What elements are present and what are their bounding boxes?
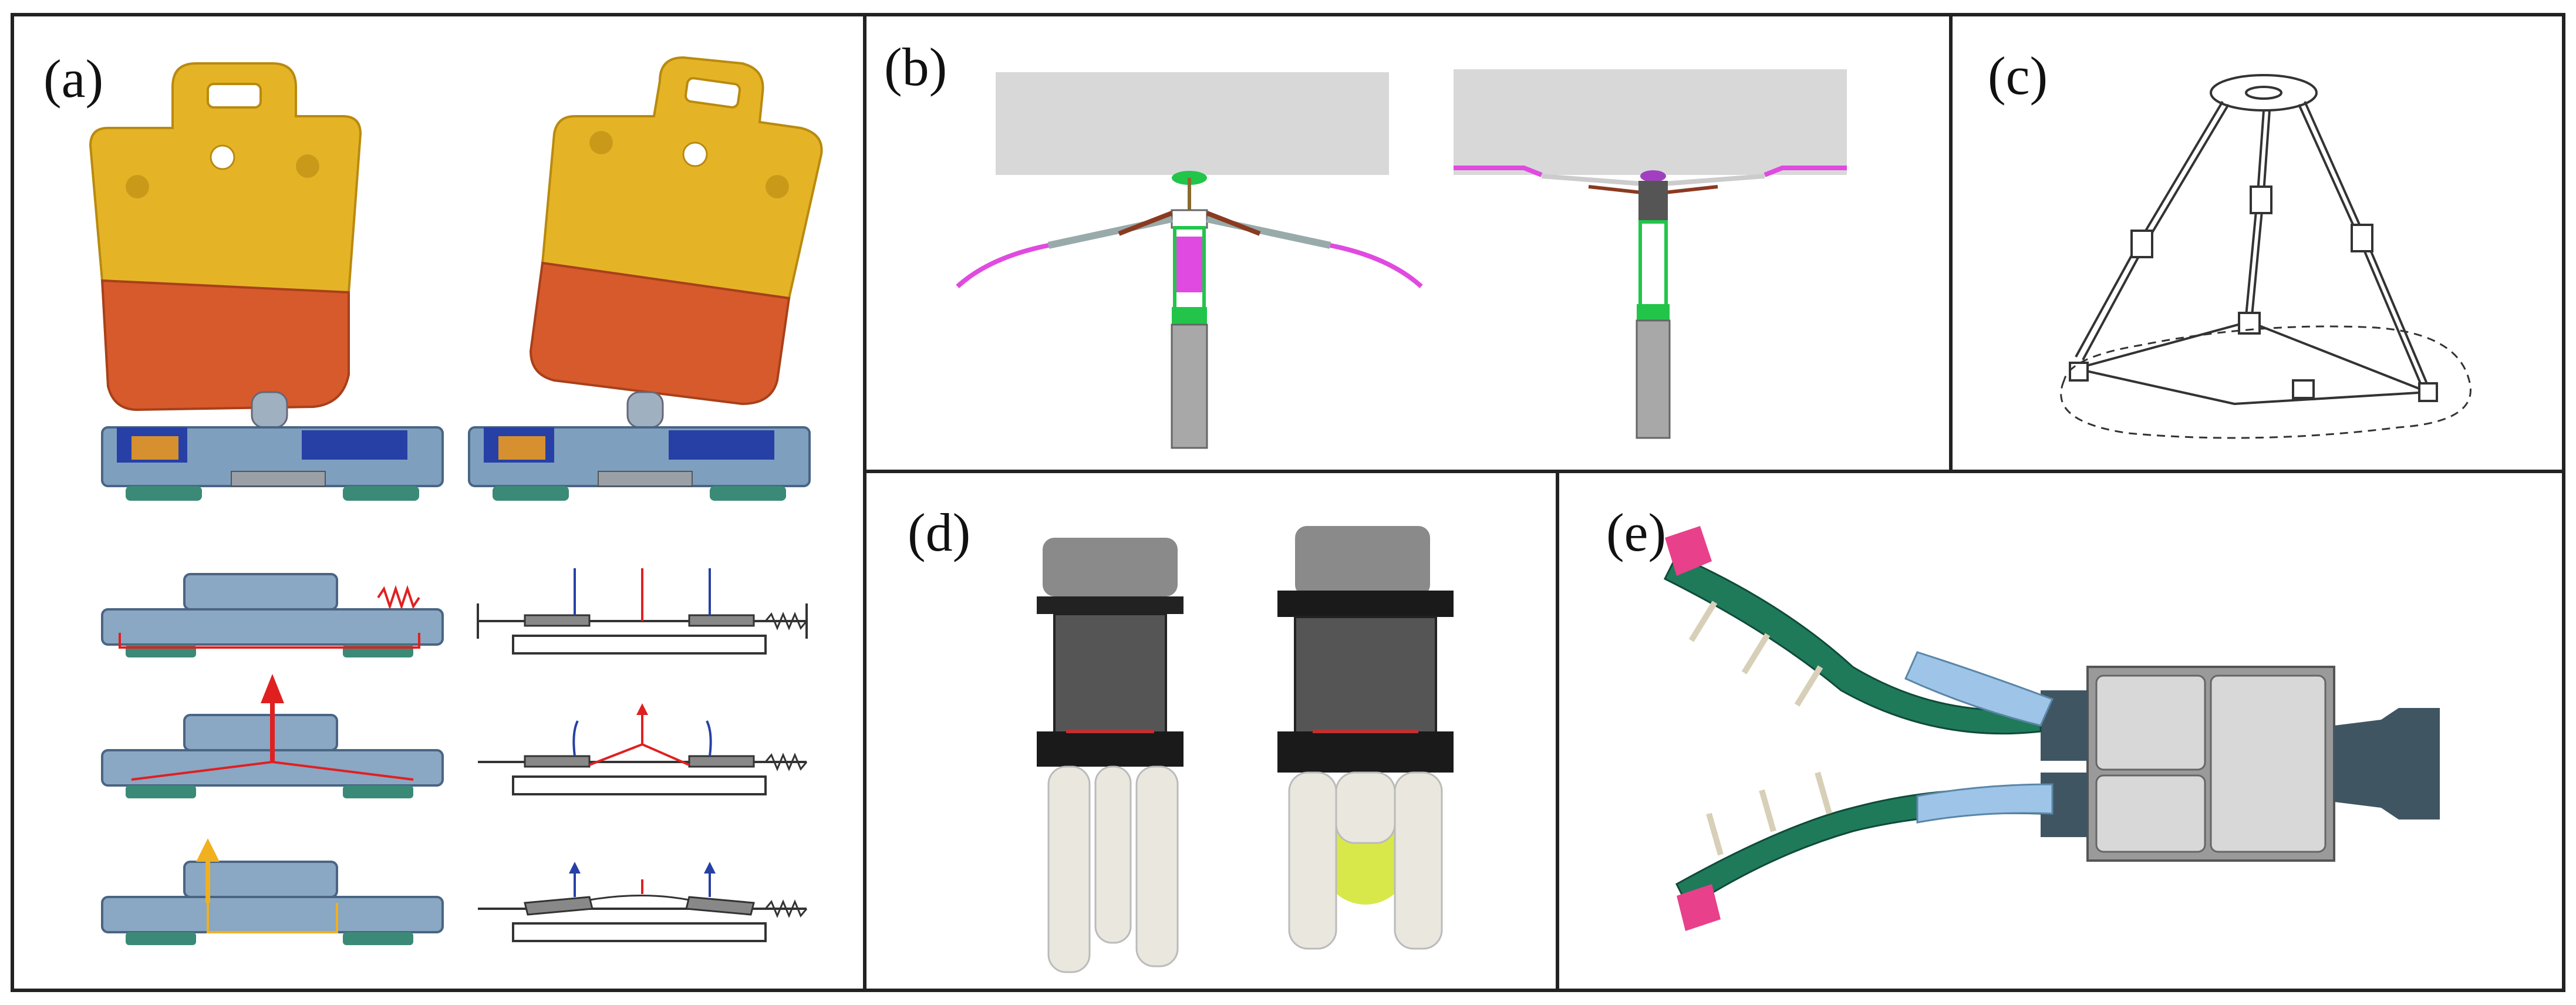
ball-joint-right [626, 391, 664, 429]
pad-right-1 [493, 486, 569, 501]
gripper-open-state [956, 72, 1423, 449]
panel-b: (b) [866, 16, 1949, 470]
rail-left [231, 471, 326, 487]
tripod-linkage [2060, 74, 2472, 439]
rail-right [598, 471, 693, 487]
spring-icon [764, 612, 808, 630]
sch1-platform [512, 635, 767, 655]
gripper-model-left [89, 62, 444, 501]
finger-upper [1663, 526, 2054, 735]
finger-right-closed [1764, 166, 1847, 177]
arrow-up-icon [261, 674, 284, 703]
arrow-up-icon [196, 838, 220, 862]
sch1-block-l [524, 614, 591, 627]
finger-lower [1675, 771, 2054, 931]
finger-right [1330, 243, 1423, 288]
motor-orange-right [498, 436, 545, 460]
mech1-base [101, 608, 444, 646]
actuator-right-left [302, 430, 407, 460]
handle-slot-left [207, 83, 262, 109]
pad-right-2 [710, 486, 786, 501]
mechanism-row-3 [101, 838, 444, 945]
arrow-up-icon [704, 862, 716, 874]
hole-center-right [682, 141, 708, 167]
palm-plate-right [1454, 69, 1847, 175]
mech1-red-link [119, 633, 420, 649]
panel-c: (c) [1953, 16, 2563, 470]
soft-gripper-grasp [1277, 526, 1454, 950]
hole-center-left [210, 144, 235, 170]
connector [2334, 708, 2440, 819]
finger-left [956, 243, 1049, 288]
panel-d-drawing [1037, 526, 1454, 973]
panel-label-d: (d) [908, 502, 971, 562]
arrow-up-icon [636, 703, 648, 715]
panel-label-e: (e) [1606, 502, 1667, 562]
hole-right-left [296, 154, 319, 178]
sch1-block-r [688, 614, 755, 627]
motor-orange-left [132, 436, 178, 460]
yellow-body-left [89, 62, 362, 294]
mechanism-row-2 [101, 674, 444, 798]
divider-b-c [1949, 13, 1953, 471]
panel-a: (a) [14, 16, 863, 989]
panel-c-drawing [2060, 74, 2472, 439]
spring-icon [377, 585, 420, 611]
handle-slot-right [684, 77, 741, 109]
panel-label-c: (c) [1988, 46, 2048, 106]
palm-plate-left [996, 72, 1389, 175]
hole-left-left [126, 175, 149, 198]
schematic-row-3 [478, 862, 808, 942]
hole-left-right [589, 131, 613, 154]
schematic-row-2 [478, 703, 808, 795]
panel-label-a: (a) [43, 49, 104, 109]
panel-d: (d) [866, 473, 1556, 989]
gripper-housing [2041, 666, 2440, 862]
mechanism-row-1 [101, 573, 444, 657]
spring-icon [764, 753, 808, 771]
orange-base-right [529, 261, 791, 406]
panel-e-drawing [1663, 526, 2440, 931]
gripper-closed-state [1454, 69, 1847, 439]
panel-label-b: (b) [884, 37, 948, 97]
fingertip-upper [1665, 526, 1712, 576]
divider-d-e [1556, 470, 1559, 992]
spring-icon [764, 899, 808, 918]
hole-right-right [766, 175, 789, 198]
arrow-up-icon [569, 862, 581, 874]
divider-a [863, 13, 866, 992]
pad-left-2 [343, 486, 419, 501]
panel-e: (e) [1559, 473, 2563, 989]
actuator-right-right [669, 430, 774, 460]
gripper-model-right [468, 56, 823, 501]
soft-gripper-open [1037, 538, 1184, 973]
pad-left-1 [126, 486, 202, 501]
orange-base-left [100, 279, 350, 412]
figure-frame [11, 13, 2565, 992]
finger-left-closed [1454, 166, 1543, 177]
schematic-row-1 [477, 568, 808, 655]
panel-b-drawing [956, 69, 1847, 449]
yellow-body-right [541, 56, 823, 300]
panel-a-drawing [89, 56, 823, 945]
fingertip-lower [1677, 884, 1721, 931]
mech1-top [183, 573, 338, 611]
divider-top-bottom [863, 470, 2565, 473]
ball-joint-left [251, 391, 288, 429]
